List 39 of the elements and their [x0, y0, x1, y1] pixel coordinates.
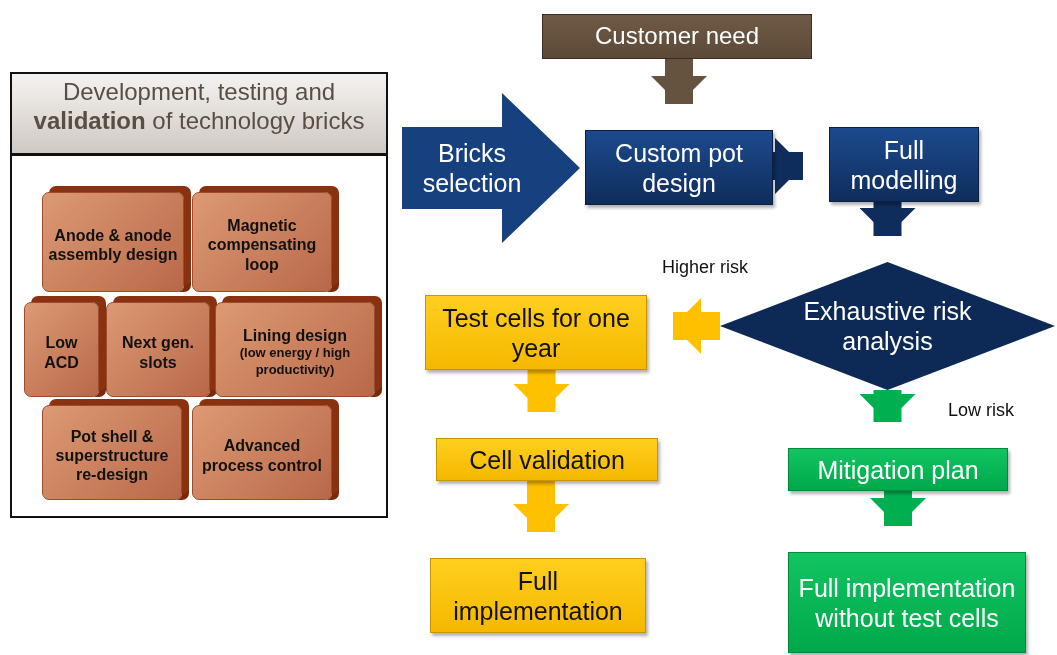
node-label: Test cells for one year [441, 302, 631, 363]
brick-label: Anode & anode assembly design [47, 225, 179, 265]
node-label: Mitigation plan [816, 454, 980, 485]
block-arrow [513, 481, 569, 532]
panel-header: Development, testing and validation of technology bricks [12, 74, 386, 156]
process-box [829, 127, 979, 202]
block-arrow [859, 202, 916, 236]
block-arrow [870, 491, 926, 526]
node-label: Customer need [593, 22, 761, 51]
process-box [430, 558, 646, 633]
brick-label: Advanced process control [201, 436, 323, 475]
block-arrow [673, 298, 720, 354]
brick-label: Low ACD [43, 333, 80, 372]
node-label: Custom pot design [614, 137, 744, 198]
node-label: Full modelling [849, 134, 959, 195]
brick-label: Lining design [242, 326, 348, 346]
process-box [788, 448, 1008, 491]
block-arrow [651, 59, 707, 104]
brick-note: (low energy / high productivity) [238, 345, 352, 379]
decision-diamond [720, 262, 1055, 390]
process-box [585, 130, 773, 205]
process-box [436, 438, 658, 481]
node-label: Exhaustive risk analysis [802, 296, 973, 356]
brick-label: Pot shell & superstructure re-design [54, 426, 170, 485]
process-box [425, 295, 647, 370]
brick-label: Next gen. slots [121, 333, 195, 372]
panel-frame [10, 72, 388, 518]
node-label: Full implementation [452, 565, 624, 626]
process-box [788, 552, 1026, 653]
input-box [542, 14, 812, 59]
node-label: Full implementation without test cells [797, 572, 1017, 633]
edge-label: Higher risk [660, 257, 751, 278]
block-arrow [773, 138, 803, 194]
block-arrow [859, 390, 916, 422]
block-arrow [513, 370, 570, 412]
arrow-shape [402, 93, 580, 243]
arrow-label: Bricks selection [421, 138, 523, 198]
brick-label: Magnetic compensating loop [206, 216, 318, 274]
node-label: Cell validation [468, 444, 626, 475]
